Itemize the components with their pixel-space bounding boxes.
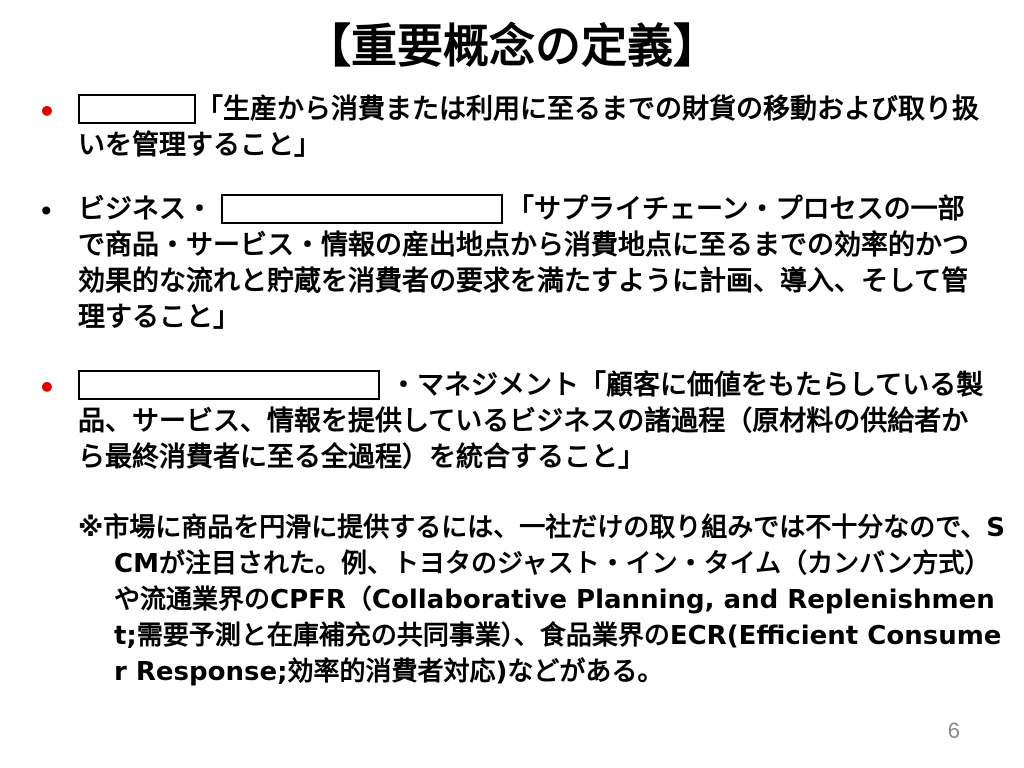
blank-answer-box bbox=[221, 194, 503, 224]
slide-title: 【重要概念の定義】 bbox=[305, 19, 719, 73]
bullet-text: 「生産から消費または利用に至るまでの財貨の移動および取り扱いを管理すること」 bbox=[78, 92, 988, 164]
bullet-logistics: • 「生産から消費または利用に至るまでの財貨の移動および取り扱いを管理すること」 bbox=[38, 92, 988, 164]
bullet-definition: ・マネジメント「顧客に価値をもたらしている製品、サービス、情報を提供しているビジ… bbox=[78, 370, 984, 473]
bullet-business-logistics: • ビジネス・「サプライチェーン・プロセスの一部で商品・サービス・情報の産出地点… bbox=[38, 192, 988, 336]
bullet-text: ・マネジメント「顧客に価値をもたらしている製品、サービス、情報を提供しているビジ… bbox=[78, 368, 988, 476]
note-paragraph: ※市場に商品を円滑に提供するには、一社だけの取り組みでは不十分なので、SCMが注… bbox=[78, 513, 1005, 687]
bullet-dot: • bbox=[38, 95, 56, 128]
blank-answer-box bbox=[78, 370, 380, 400]
bullet-definition: 「サプライチェーン・プロセスの一部で商品・サービス・情報の産出地点から消費地点に… bbox=[78, 194, 969, 333]
bullet-dot: • bbox=[38, 371, 56, 404]
bullet-dot: • bbox=[38, 195, 55, 228]
bullet-definition: 「生産から消費または利用に至るまでの財貨の移動および取り扱いを管理すること」 bbox=[78, 94, 979, 161]
page-number: 6 bbox=[947, 718, 960, 743]
bullet-text: ビジネス・「サプライチェーン・プロセスの一部で商品・サービス・情報の産出地点から… bbox=[78, 192, 988, 336]
bullet-lead: ビジネス・ bbox=[78, 194, 213, 225]
blank-answer-box bbox=[78, 94, 196, 124]
bullet-scm: • ・マネジメント「顧客に価値をもたらしている製品、サービス、情報を提供している… bbox=[38, 368, 988, 476]
